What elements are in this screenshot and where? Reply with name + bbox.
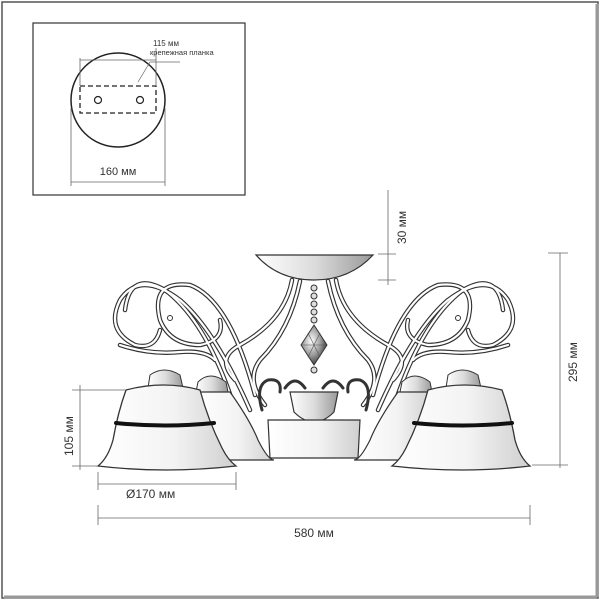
- dimensions: [72, 190, 568, 525]
- dim-text-105: 105 мм: [62, 416, 76, 456]
- shade-front-left: [96, 369, 238, 471]
- screw-hole-left: [93, 95, 103, 105]
- ceiling-canopy: [254, 254, 375, 281]
- mounting-plate: [79, 85, 157, 114]
- dim-text-160: 160 мм: [100, 166, 137, 178]
- crystal-pendant: [300, 284, 328, 374]
- center-curls: [258, 378, 370, 412]
- screw-hole-right: [135, 95, 145, 105]
- base-circle: [70, 52, 166, 148]
- shade-middle: [267, 419, 361, 459]
- dim-text-295: 295 мм: [566, 342, 580, 382]
- chandelier: [96, 254, 532, 471]
- plate-label: крепежная планка: [150, 48, 214, 57]
- mounting-base-view: 115 мм крепежная планка 160 мм: [70, 39, 214, 186]
- shade-front-right: [390, 369, 532, 471]
- leader-plate: [137, 61, 151, 83]
- dim-text-170: Ø170 мм: [126, 487, 175, 501]
- dim-text-30: 30 мм: [395, 211, 409, 244]
- dim-text-115: 115 мм: [153, 39, 179, 48]
- dim-text-580: 580 мм: [294, 526, 334, 540]
- arms-highlight: [113, 278, 515, 412]
